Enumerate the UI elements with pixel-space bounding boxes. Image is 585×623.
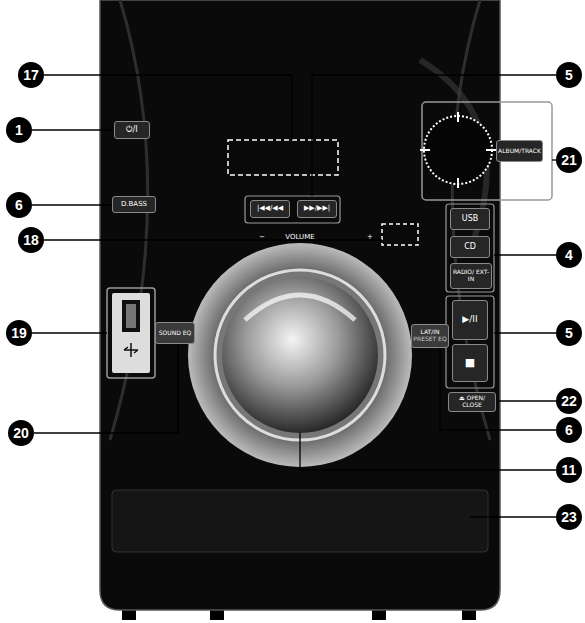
jog-dial xyxy=(424,116,492,184)
callout-number: 22 xyxy=(556,388,582,414)
panel-text: VOLUME xyxy=(285,233,314,241)
remote-sensor xyxy=(382,224,418,245)
panel-text: − xyxy=(259,233,265,241)
play-pause-button: ▶/II xyxy=(452,300,488,340)
button-label: USB xyxy=(462,215,478,224)
callout-number: 6 xyxy=(6,192,32,218)
usb-button: USB xyxy=(450,208,490,230)
button-label: |◀◀/◀◀ xyxy=(257,205,283,213)
skip-back-button: |◀◀/◀◀ xyxy=(250,200,290,218)
callout-number: 19 xyxy=(6,320,32,346)
open-close-button: ⏏ OPEN/ CLOSE xyxy=(448,392,496,412)
button-label: ⏏ OPEN/ CLOSE xyxy=(449,395,495,408)
knob-frame xyxy=(422,102,552,200)
sound-eq-button: SOUND EQ xyxy=(155,322,195,344)
radio-button: RADIO/ EXT-IN xyxy=(450,263,492,289)
button-label: SOUND EQ xyxy=(159,330,191,337)
lower-panel xyxy=(112,490,488,552)
button-label: ALBUM/TRACK xyxy=(498,148,541,155)
leader-lines xyxy=(32,75,556,517)
preset-eq-button: LAT/INPRESET EQ xyxy=(411,324,449,348)
callout-number: 6 xyxy=(556,417,582,443)
button-label: RADIO/ EXT-IN xyxy=(451,269,491,282)
skip-forward-button: ▶▶/▶▶| xyxy=(297,200,337,218)
button-label: LAT/IN xyxy=(420,329,439,336)
callout-number: 17 xyxy=(18,62,44,88)
callout-number: 5 xyxy=(556,62,582,88)
callout-number: 4 xyxy=(556,242,582,268)
volume-knob xyxy=(222,277,378,433)
album-track-button: ALBUM/TRACK xyxy=(496,140,543,162)
button-label: CD xyxy=(464,243,476,252)
speaker-body xyxy=(100,0,500,610)
callout-number: 21 xyxy=(556,147,582,173)
callout-number: 18 xyxy=(18,227,44,253)
callout-number: 20 xyxy=(8,420,34,446)
button-label: ⏻/I xyxy=(126,126,137,135)
button-label: ▶/II xyxy=(462,315,477,325)
callout-number: 23 xyxy=(556,504,582,530)
button-label: PRESET EQ xyxy=(413,336,446,343)
button-label: ■ xyxy=(465,357,475,369)
callout-number: 5 xyxy=(556,320,582,346)
display xyxy=(228,140,338,175)
power-button: ⏻/I xyxy=(114,121,150,139)
callout-number: 11 xyxy=(556,457,582,483)
cd-button: CD xyxy=(450,236,490,258)
panel-text: + xyxy=(367,233,373,241)
button-label: ▶▶/▶▶| xyxy=(304,205,330,213)
callout-number: 1 xyxy=(6,117,32,143)
button-label: D.BASS xyxy=(121,201,147,209)
usb-port-frame xyxy=(107,288,155,378)
stop-button: ■ xyxy=(452,344,488,382)
bass-button: D.BASS xyxy=(112,196,156,213)
